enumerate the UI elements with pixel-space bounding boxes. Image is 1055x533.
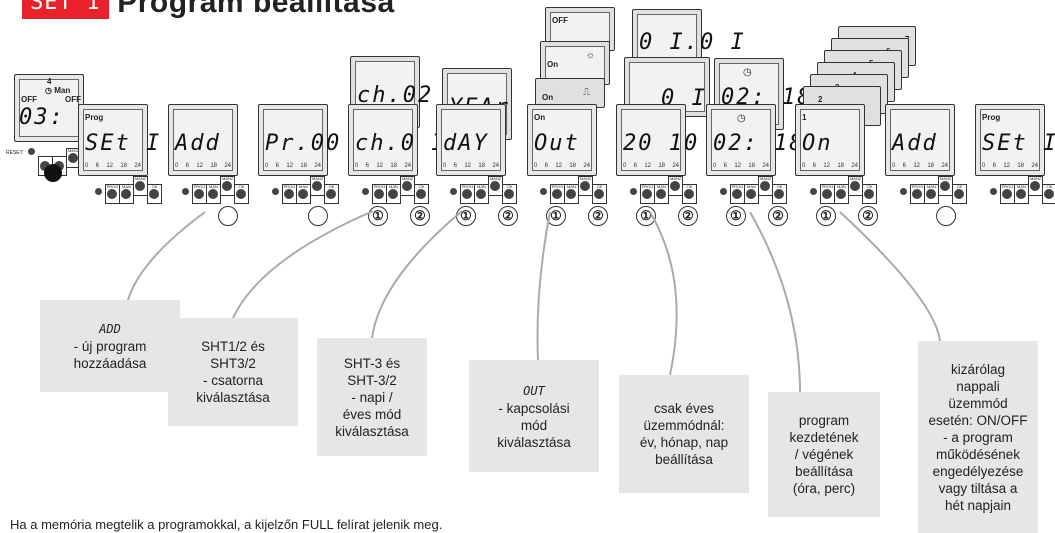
- title-text: Program beállítása: [117, 0, 395, 19]
- step-one-mark: ①: [726, 206, 746, 226]
- ok-button[interactable]: OK: [592, 184, 607, 204]
- step-one-mark: ①: [546, 206, 566, 226]
- footer-note: Ha a memória megtelik a programokkal, a …: [10, 517, 443, 532]
- device-lcd: 4 ◷ Man OFF OFF 03: 17: [14, 74, 108, 142]
- press-indicator: [44, 164, 62, 182]
- ok-button[interactable]: OK: [952, 184, 967, 204]
- ok-button[interactable]: OK: [1042, 184, 1055, 204]
- title-badge: SET I: [22, 0, 110, 19]
- prog-button[interactable]: PROG: [105, 184, 120, 204]
- reset-dot[interactable]: [362, 188, 369, 195]
- manz-button[interactable]: MAN2: [758, 176, 773, 196]
- man-button[interactable]: MAN: [474, 184, 489, 204]
- page-title: SET I Program beállítása: [22, 0, 395, 20]
- ok-button[interactable]: OK: [862, 184, 877, 204]
- step-two-mark: ②: [410, 206, 430, 226]
- press-circle: [936, 206, 956, 226]
- manz-button[interactable]: MAN2: [220, 176, 235, 196]
- press-circle: [218, 206, 238, 226]
- man-button[interactable]: MAN: [206, 184, 221, 204]
- step-two-mark: ②: [768, 206, 788, 226]
- ok-button[interactable]: OK: [772, 184, 787, 204]
- step-two-mark: ②: [678, 206, 698, 226]
- reset-dot[interactable]: [810, 188, 817, 195]
- prog-button[interactable]: PROG: [192, 184, 207, 204]
- clock-icon: ◷ Man: [45, 86, 71, 95]
- reset-dot[interactable]: [900, 188, 907, 195]
- step-two-mark: ②: [588, 206, 608, 226]
- reset-dot[interactable]: [540, 188, 547, 195]
- reset-dot[interactable]: [182, 188, 189, 195]
- reset-dot[interactable]: [630, 188, 637, 195]
- ok-button[interactable]: OK: [147, 184, 162, 204]
- reset-label: RESET: [6, 150, 23, 156]
- sun-icon: ☼: [585, 50, 595, 61]
- reset-dot[interactable]: [95, 188, 102, 195]
- step-two-mark: ②: [498, 206, 518, 226]
- reset-dot[interactable]: [450, 188, 457, 195]
- clock-icon: ◷: [743, 67, 752, 78]
- man-button[interactable]: MAN: [119, 184, 134, 204]
- ok-button[interactable]: OK: [414, 184, 429, 204]
- pulse-icon: ⎍: [583, 87, 590, 98]
- step-one-mark: ①: [636, 206, 656, 226]
- man-button[interactable]: MAN: [834, 184, 849, 204]
- man-button[interactable]: MAN: [744, 184, 759, 204]
- clock-icon: ◷: [737, 113, 746, 124]
- step-one-mark: ①: [816, 206, 836, 226]
- reset-dot[interactable]: [720, 188, 727, 195]
- ok-button[interactable]: OK: [502, 184, 517, 204]
- manz-button[interactable]: MAN2: [488, 176, 503, 196]
- reset-dot[interactable]: [272, 188, 279, 195]
- reset-dot[interactable]: [990, 188, 997, 195]
- ok-button[interactable]: OK: [324, 184, 339, 204]
- step-two-mark: ②: [858, 206, 878, 226]
- man-button[interactable]: MAN: [924, 184, 939, 204]
- press-circle: [308, 206, 328, 226]
- ok-button[interactable]: OK: [682, 184, 697, 204]
- ok-button[interactable]: OK: [234, 184, 249, 204]
- lcd-back-on-sun: On☼: [540, 41, 610, 85]
- reset-button[interactable]: [28, 148, 35, 155]
